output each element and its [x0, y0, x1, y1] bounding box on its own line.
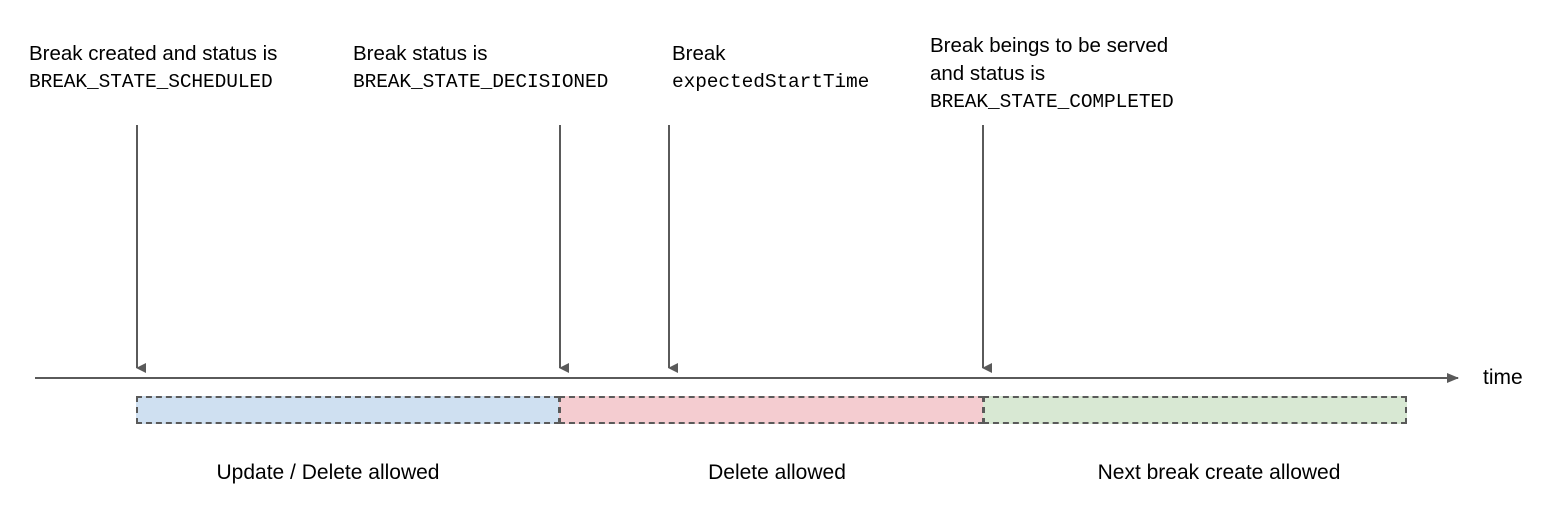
band-delete-allowed — [559, 396, 984, 424]
event-label-line: BREAK_STATE_DECISIONED — [353, 71, 609, 93]
band-next-break-create-allowed — [983, 396, 1407, 424]
event-label-line: expectedStartTime — [672, 71, 870, 93]
event-label-break-expected-start-time: Break expectedStartTime — [672, 40, 869, 96]
band-update-delete-allowed — [136, 396, 560, 424]
event-label-line: BREAK_STATE_SCHEDULED — [29, 71, 273, 93]
event-label-line: BREAK_STATE_COMPLETED — [930, 91, 1174, 113]
event-label-line: Break — [672, 42, 726, 65]
event-label-break-completed: Break beings to be served and status is BR… — [930, 32, 1174, 116]
event-arrow-group — [136, 125, 992, 373]
event-label-break-decisioned: Break status is BREAK_STATE_DECISIONED — [353, 40, 608, 96]
event-label-line: Break status is — [353, 42, 488, 65]
band-caption-next-break-create-allowed: Next break create allowed — [1097, 461, 1341, 484]
event-label-line: Break created and status is — [29, 42, 278, 65]
time-axis-label: time — [1483, 366, 1523, 389]
band-caption-update-delete-allowed: Update / Delete allowed — [216, 461, 440, 484]
event-label-line: and status is — [930, 62, 1046, 85]
band-caption-delete-allowed: Delete allowed — [708, 461, 846, 484]
event-label-line: Break beings to be served — [930, 34, 1169, 57]
event-label-break-created: Break created and status is BREAK_STATE_S… — [29, 40, 277, 96]
